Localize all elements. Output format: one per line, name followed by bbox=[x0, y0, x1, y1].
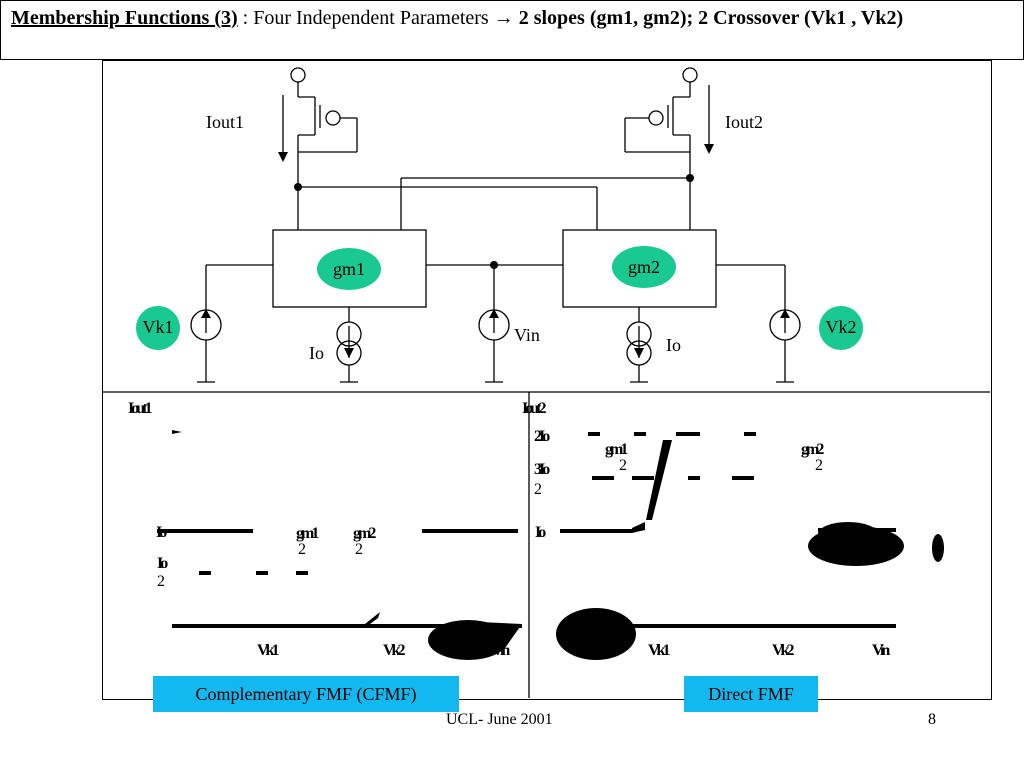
header-title: Membership Functions (3) bbox=[11, 7, 238, 29]
gm2-badge: gm2 bbox=[612, 246, 676, 288]
right-arrow-icon: → bbox=[493, 7, 514, 29]
left-caption: Complementary FMF (CFMF) bbox=[153, 676, 459, 712]
vin-label: Vin bbox=[514, 325, 540, 345]
left-vk1-tick: Vk1 bbox=[257, 642, 280, 659]
right-3io-half: 3Io 2 bbox=[534, 461, 550, 498]
slide-header: Membership Functions (3) : Four Independ… bbox=[0, 0, 1024, 60]
left-vin-tick: Vin bbox=[492, 642, 510, 659]
left-vk2-tick: Vk2 bbox=[383, 642, 406, 659]
iout2-label: Iout2 bbox=[725, 112, 763, 132]
left-slope1-label: gm1 2 bbox=[296, 525, 319, 558]
left-slope2-label: gm2 2 bbox=[353, 525, 376, 558]
gm1-badge: gm1 bbox=[317, 248, 381, 290]
right-vk2-tick: Vk2 bbox=[772, 642, 795, 659]
right-2io-label: 2Io bbox=[534, 428, 550, 445]
right-slope1-label: gm1 2 bbox=[605, 441, 628, 474]
vk2-badge: Vk2 bbox=[819, 306, 863, 350]
right-io-label: Io bbox=[535, 524, 546, 541]
right-yaxis-label: Iout2 bbox=[522, 400, 547, 417]
right-vk1-tick: Vk1 bbox=[648, 642, 671, 659]
footer-source: UCL- June 2001 bbox=[446, 711, 553, 728]
header-subtitle: Four Independent Parameters bbox=[253, 7, 489, 29]
header-text: Membership Functions (3) : Four Independ… bbox=[11, 7, 903, 30]
right-vin-tick: Vin bbox=[872, 642, 890, 659]
vk1-badge: Vk1 bbox=[136, 306, 180, 350]
right-caption: Direct FMF bbox=[684, 676, 818, 712]
header-sep: : bbox=[237, 7, 254, 29]
left-yaxis-label: Iout1 bbox=[128, 400, 153, 417]
vdd-terminal-right bbox=[682, 67, 698, 83]
page-number: 8 bbox=[928, 711, 936, 728]
right-slope2-label: gm2 2 bbox=[801, 441, 824, 474]
vdd-terminal-left bbox=[290, 67, 306, 83]
left-io-half: Io 2 bbox=[157, 555, 168, 590]
left-x-axis bbox=[172, 624, 522, 628]
right-x-axis bbox=[560, 624, 896, 628]
iout1-label: Iout1 bbox=[206, 112, 244, 132]
io-left-label: Io bbox=[309, 343, 324, 363]
left-io-label: Io bbox=[156, 524, 167, 541]
io-right-label: Io bbox=[666, 335, 681, 355]
header-emphasis: 2 slopes (gm1, gm2); 2 Crossover (Vk1 , … bbox=[513, 7, 904, 29]
diagram-frame bbox=[102, 60, 992, 700]
